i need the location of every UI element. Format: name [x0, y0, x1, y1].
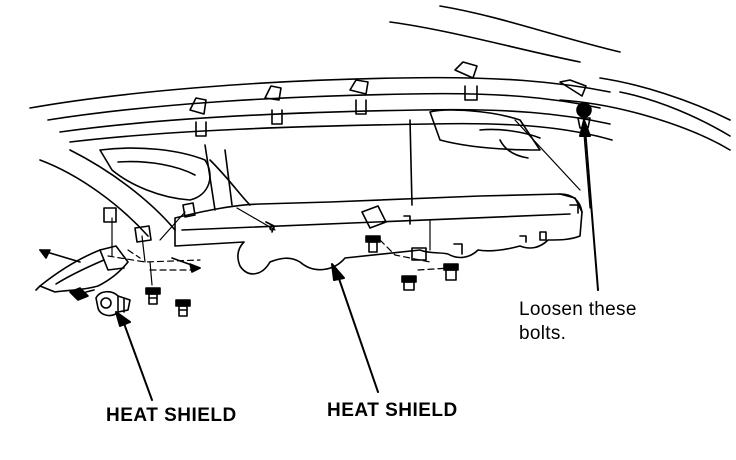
frame-rails [29, 5, 731, 151]
leader-lines [111, 119, 591, 286]
alignment-lines [107, 239, 451, 271]
callout-arrow-left [115, 311, 153, 401]
heat-shield-label-left: HEAT SHIELD [106, 405, 237, 426]
heat-shield-main [174, 193, 583, 275]
bolt-5 [443, 263, 459, 281]
direction-arrows [39, 249, 201, 273]
bolt-1 [145, 287, 161, 305]
loosen-bolts-line-1: Loosen these [519, 299, 637, 320]
rail-clamps [189, 61, 587, 137]
heat-shield-label-center: HEAT SHIELD [327, 400, 458, 421]
bolt-left-sensor [95, 290, 131, 317]
bolt-3 [365, 235, 381, 253]
callout-arrow-center [331, 263, 379, 393]
bolt-4 [401, 275, 417, 291]
loosen-bolts-line-2: bolts. [519, 323, 567, 344]
loosen-bolts-label: Loosen these bolts. [519, 298, 637, 346]
callout-arrow-right [579, 119, 599, 291]
bolt-2 [175, 299, 191, 317]
vehicle-body [39, 109, 541, 237]
bolt-left-a [69, 287, 95, 301]
